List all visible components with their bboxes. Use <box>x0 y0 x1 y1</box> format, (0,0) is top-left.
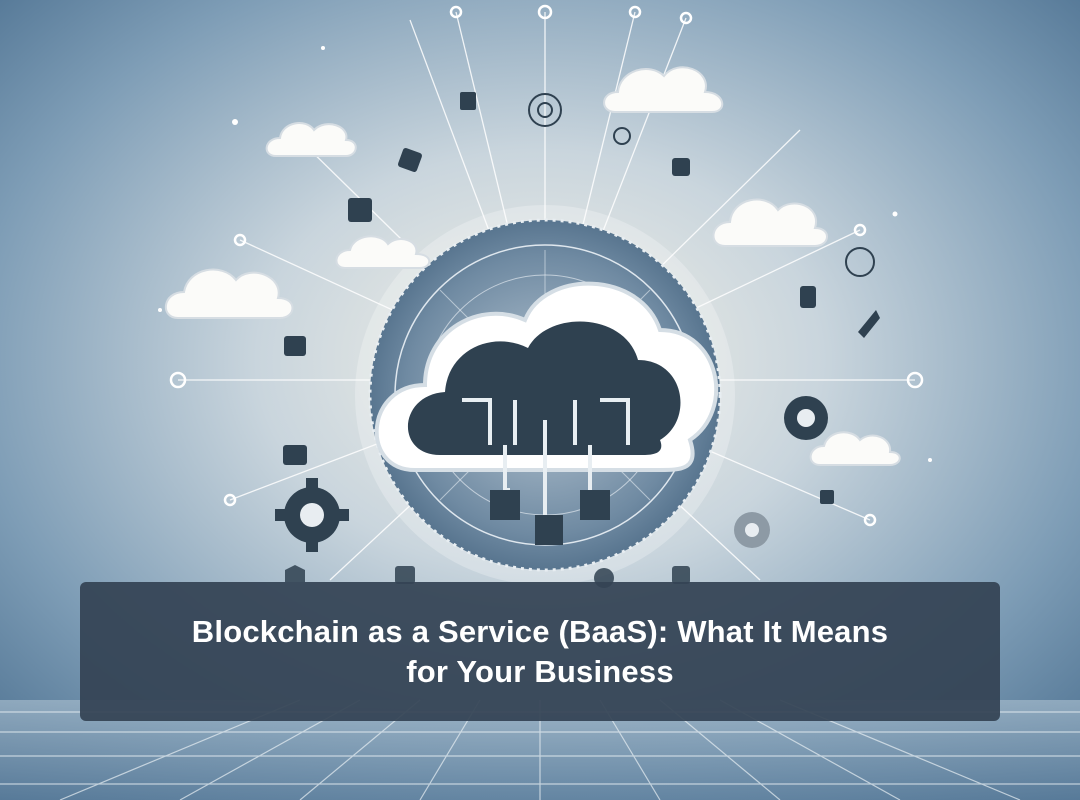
gear-icon-small <box>734 512 770 548</box>
title-line-1: Blockchain as a Service (BaaS): What It … <box>191 613 889 649</box>
gear-icon <box>275 478 349 552</box>
network-nodes <box>169 4 924 527</box>
rocket-icon <box>858 310 880 338</box>
main-cloud-icon <box>374 281 718 545</box>
sparkle-icons <box>158 46 932 462</box>
cube-icons <box>283 92 834 504</box>
gear-icon-right <box>784 396 828 440</box>
cloud-icons <box>164 66 901 466</box>
title-banner: Blockchain as a Service (BaaS): What It … <box>80 582 1000 721</box>
target-icon <box>528 93 875 277</box>
title-line-2: for Your Business <box>406 653 674 689</box>
